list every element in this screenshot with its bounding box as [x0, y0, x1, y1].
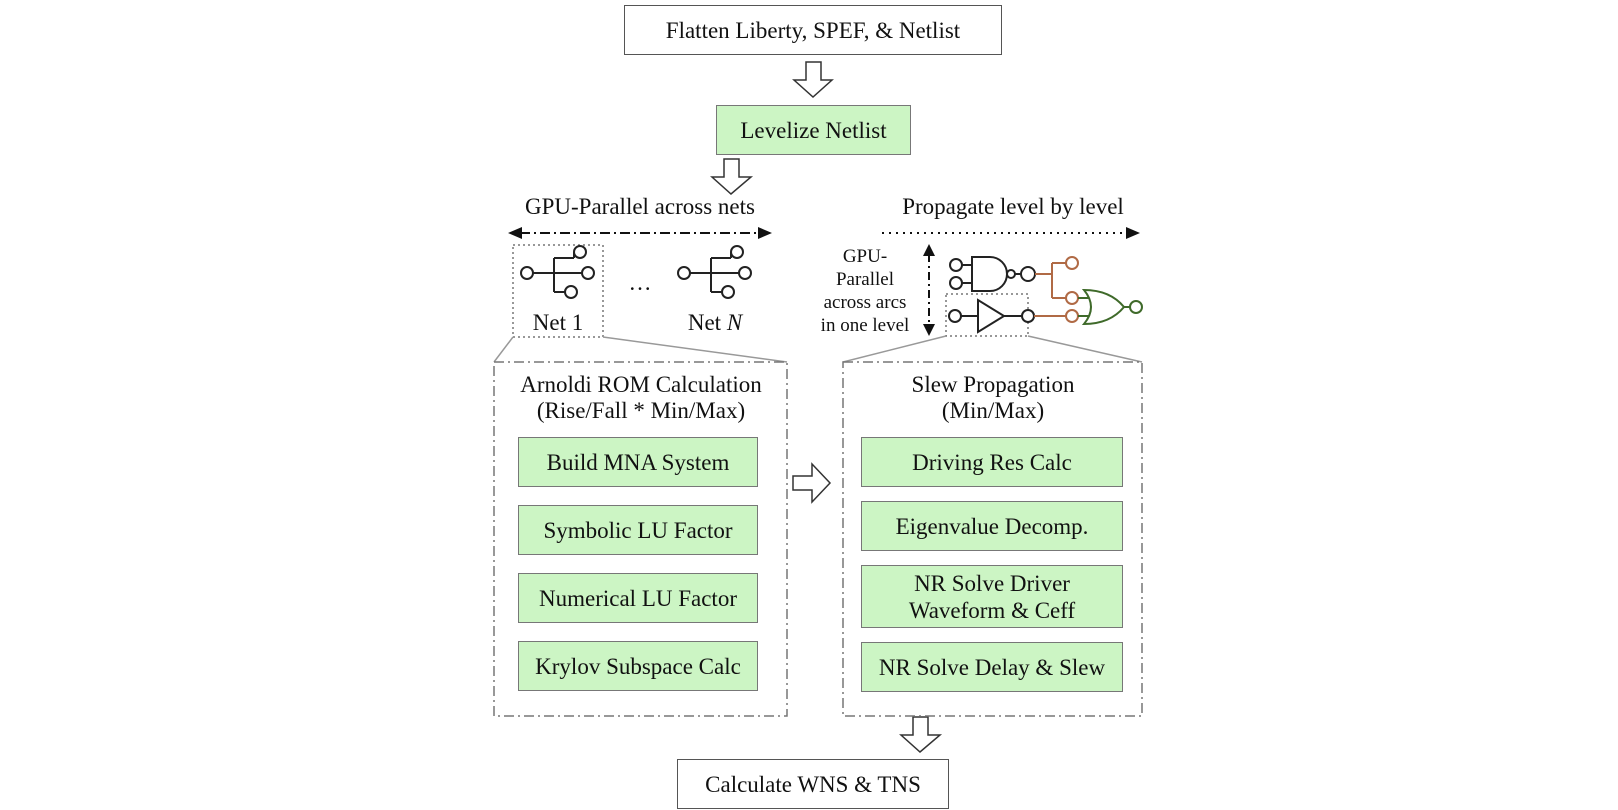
- arrow-down-1: [792, 61, 834, 99]
- arrow-down-3: [899, 716, 943, 753]
- slew-panel: [842, 361, 1143, 717]
- net1-tree-icon: [512, 244, 604, 338]
- task-numerical-lu-label: Numerical LU Factor: [539, 585, 737, 611]
- task-krylov-label: Krylov Subspace Calc: [535, 653, 741, 679]
- arrow-down-2: [710, 158, 754, 195]
- calculate-step-label: Calculate WNS & TNS: [705, 771, 921, 797]
- calculate-step: Calculate WNS & TNS: [677, 759, 949, 809]
- arcs-parallel-arrow: [923, 244, 935, 336]
- flatten-step: Flatten Liberty, SPEF, & Netlist: [624, 5, 1002, 55]
- levelize-step: Levelize Netlist: [716, 105, 911, 155]
- buffer-icon: [945, 293, 1035, 337]
- slew-title-line2: (Min/Max): [941, 398, 1045, 423]
- task-krylov: Krylov Subspace Calc: [518, 641, 758, 691]
- task-nr-driver-label: NR Solve Driver Waveform & Ceff: [908, 570, 1076, 623]
- task-build-mna-label: Build MNA System: [546, 449, 730, 475]
- task-nr-driver: NR Solve Driver Waveform & Ceff: [861, 565, 1123, 628]
- levelize-step-label: Levelize Netlist: [740, 117, 887, 143]
- arnoldi-panel: [493, 361, 788, 717]
- slew-panel-title: Slew Propagation (Min/Max): [845, 372, 1141, 424]
- arnoldi-panel-title: Arnoldi ROM Calculation (Rise/Fall * Min…: [496, 372, 786, 424]
- arnoldi-title-line1: Arnoldi ROM Calculation: [520, 372, 762, 397]
- netn-label-var: N: [726, 310, 743, 335]
- arrow-right: [792, 462, 832, 504]
- task-driving-res-label: Driving Res Calc: [912, 449, 1072, 475]
- arnoldi-title-line2: (Rise/Fall * Min/Max): [536, 398, 746, 423]
- nets-parallel-header: GPU-Parallel across nets: [525, 194, 755, 219]
- task-symbolic-lu: Symbolic LU Factor: [518, 505, 758, 555]
- task-nr-delay: NR Solve Delay & Slew: [861, 642, 1123, 692]
- wires-orange: [1034, 256, 1079, 323]
- netn-tree-icon: [677, 245, 752, 299]
- net1-label: Net 1: [532, 310, 584, 335]
- task-nr-delay-label: NR Solve Delay & Slew: [878, 654, 1106, 680]
- task-build-mna: Build MNA System: [518, 437, 758, 487]
- net-ellipsis: …: [628, 270, 652, 295]
- zoom-lines: [493, 335, 1143, 363]
- level-propagate-header: Propagate level by level: [902, 194, 1124, 219]
- netn-label-prefix: Net: [687, 310, 727, 335]
- slew-title-line1: Slew Propagation: [911, 372, 1075, 397]
- nets-parallel-arrow: [508, 227, 772, 239]
- or-gate-icon: [1078, 288, 1143, 326]
- and-gate-icon: [949, 256, 1036, 292]
- task-numerical-lu: Numerical LU Factor: [518, 573, 758, 623]
- arcs-parallel-label: GPU- Parallel across arcs in one level: [820, 246, 910, 336]
- task-symbolic-lu-label: Symbolic LU Factor: [543, 517, 733, 543]
- flatten-step-label: Flatten Liberty, SPEF, & Netlist: [665, 17, 961, 43]
- task-driving-res: Driving Res Calc: [861, 437, 1123, 487]
- task-eigenvalue: Eigenvalue Decomp.: [861, 501, 1123, 551]
- level-propagate-arrow: [882, 227, 1140, 239]
- netn-label: Net N: [670, 310, 760, 336]
- task-eigenvalue-label: Eigenvalue Decomp.: [895, 513, 1089, 539]
